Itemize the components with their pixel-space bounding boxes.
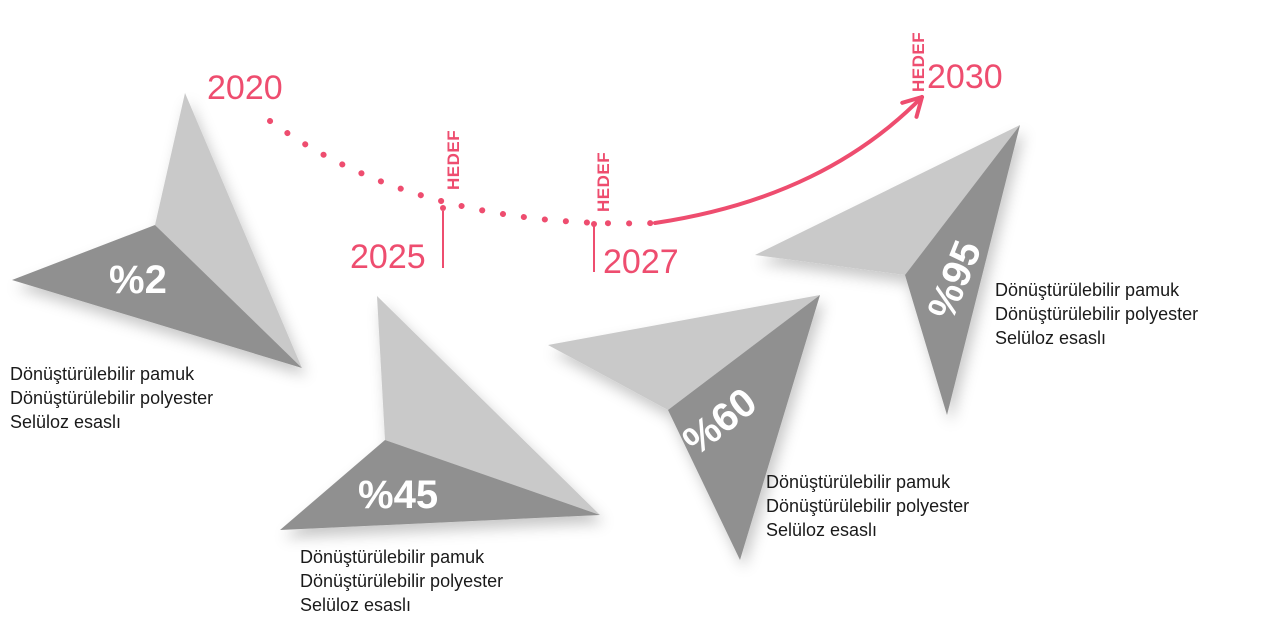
plane-1-materials: Dönüştürülebilir pamuk Dönüştürülebilir … — [10, 362, 213, 434]
plane-4-dark-wing — [905, 125, 1020, 415]
plane-3-light-wing — [548, 295, 820, 410]
material-item: Dönüştürülebilir polyester — [300, 571, 504, 591]
plane-1-light-wing — [155, 93, 302, 368]
plane-2-percent: %45 — [358, 473, 438, 517]
material-item: Dönüştürülebilir polyester — [10, 388, 214, 408]
year-2030-label: 2030 — [927, 58, 1003, 96]
marker-dot-2025 — [440, 205, 446, 211]
paper-plane-3 — [548, 295, 820, 560]
material-item: Dönüştürülebilir polyester — [995, 304, 1199, 324]
paper-plane-4 — [755, 125, 1020, 415]
hedef-label-2030: HEDEF — [909, 32, 928, 92]
material-item: Dönüştürülebilir pamuk — [995, 280, 1180, 300]
timeline-dotted-path — [267, 118, 658, 227]
material-item: Selüloz esaslı — [10, 412, 122, 432]
plane-3-dark-wing — [668, 295, 820, 560]
material-item: Selüloz esaslı — [766, 520, 878, 540]
plane-3-materials: Dönüştürülebilir pamuk Dönüştürülebilir … — [766, 470, 969, 542]
hedef-label-2025: HEDEF — [444, 130, 463, 190]
plane-4-light-wing — [755, 125, 1020, 275]
material-item: Dönüştürülebilir pamuk — [10, 364, 195, 384]
plane-2-light-wing — [377, 296, 600, 515]
plane-2-dark-wing — [280, 440, 600, 530]
timeline-arrow — [653, 95, 924, 225]
paper-plane-1 — [12, 93, 302, 368]
material-item: Dönüştürülebilir pamuk — [300, 547, 485, 567]
year-2025-label: 2025 — [350, 238, 426, 276]
year-2027-label: 2027 — [603, 243, 679, 281]
plane-4-materials: Dönüştürülebilir pamuk Dönüştürülebilir … — [995, 278, 1198, 350]
plane-1-percent: %2 — [109, 258, 167, 302]
material-item: Dönüştürülebilir pamuk — [766, 472, 951, 492]
material-item: Dönüştürülebilir polyester — [766, 496, 970, 516]
year-2020-label: 2020 — [207, 69, 283, 107]
marker-dot-2027 — [591, 221, 597, 227]
material-item: Selüloz esaslı — [300, 595, 412, 615]
material-item: Selüloz esaslı — [995, 328, 1107, 348]
hedef-label-2027: HEDEF — [594, 152, 613, 212]
paper-plane-2 — [280, 296, 600, 530]
plane-2-materials: Dönüştürülebilir pamuk Dönüştürülebilir … — [300, 545, 503, 617]
plane-1-dark-wing — [12, 225, 302, 368]
